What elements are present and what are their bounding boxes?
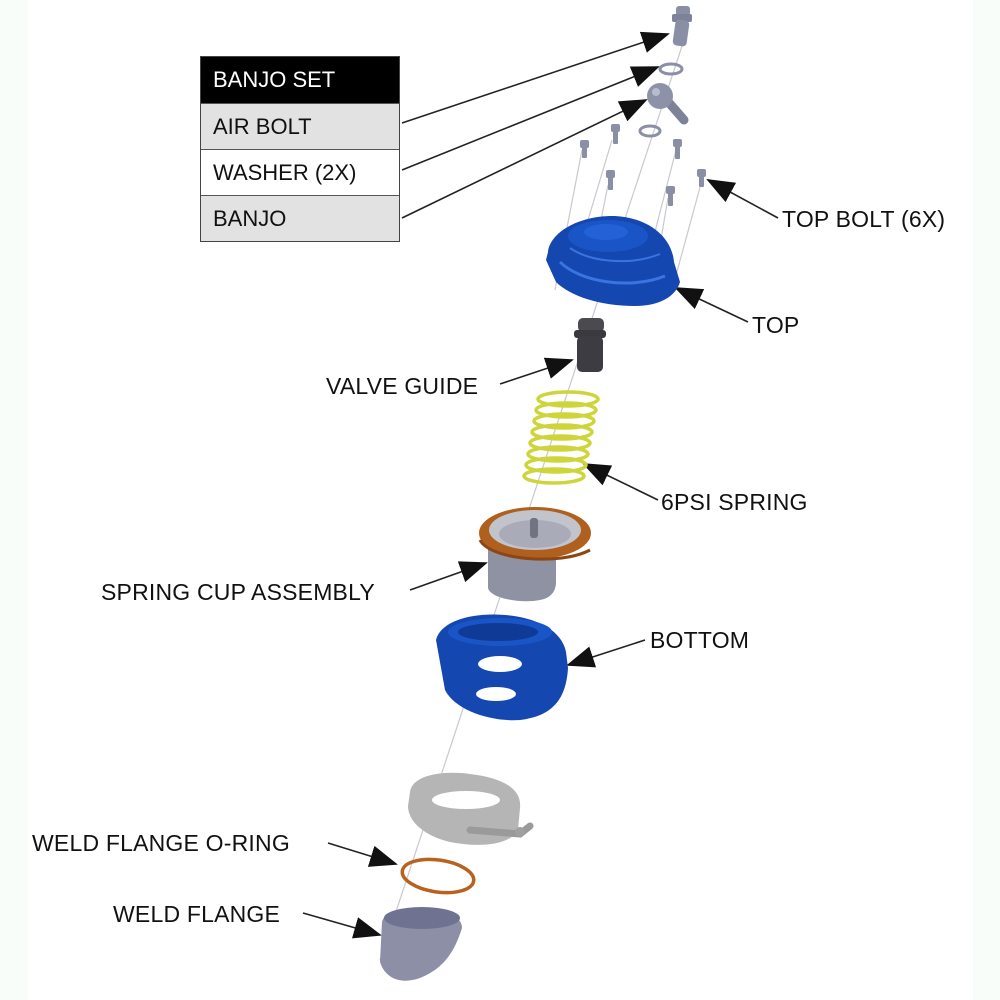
valve-guide-part xyxy=(574,318,606,372)
weld-flange-oring-part xyxy=(400,857,476,895)
banjo-set-legend: BANJO SET AIR BOLT WASHER (2X) BANJO xyxy=(200,56,400,242)
air-bolt-leader xyxy=(401,31,670,124)
callout-top: TOP xyxy=(752,312,800,338)
air-bolt-part xyxy=(672,6,692,47)
callout-spring-cup: SPRING CUP ASSEMBLY xyxy=(101,579,375,605)
top-bolt-part xyxy=(606,170,615,190)
valve-guide-leader xyxy=(499,357,574,385)
top-leader xyxy=(674,287,749,323)
top-bolts xyxy=(580,124,706,206)
right-edge-strip xyxy=(973,0,1000,1000)
callout-weld-flange: WELD FLANGE xyxy=(113,901,281,927)
banjo-part xyxy=(647,83,689,125)
washer-leader xyxy=(401,66,660,171)
washer-part xyxy=(658,62,684,76)
bottom-housing-part xyxy=(436,614,568,721)
spring-cup-part xyxy=(478,507,591,602)
top-housing-part xyxy=(546,215,680,306)
bottom-leader xyxy=(566,639,646,668)
spring-leader xyxy=(582,463,659,501)
top-bolt-part xyxy=(697,169,706,187)
spring-cup-leader xyxy=(409,561,488,591)
v-clamp-part xyxy=(408,772,534,845)
callout-top-bolt: TOP BOLT (6X) xyxy=(782,206,946,232)
legend-item-banjo: BANJO xyxy=(201,195,399,241)
banjo-leader xyxy=(401,99,648,219)
top-bolt-part xyxy=(580,140,589,158)
top-bolt-part xyxy=(611,124,620,144)
washer-part xyxy=(638,124,662,138)
legend-item-washer: WASHER (2X) xyxy=(201,149,399,195)
callout-bottom: BOTTOM xyxy=(650,627,750,653)
callout-spring: 6PSI SPRING xyxy=(661,489,808,515)
legend-header: BANJO SET xyxy=(201,57,399,103)
bolt-guide-line xyxy=(671,179,703,291)
callout-weld-flange-oring: WELD FLANGE O-RING xyxy=(32,830,290,856)
weld-flange-part xyxy=(380,907,462,981)
oring-leader xyxy=(327,842,398,867)
spring-part xyxy=(522,390,600,485)
left-edge-strip xyxy=(0,0,28,1000)
weld-flange-leader xyxy=(302,912,382,939)
leader-lines xyxy=(302,31,779,939)
legend-item-air-bolt: AIR BOLT xyxy=(201,103,399,149)
top-bolt-part xyxy=(673,139,682,159)
top-bolt-part xyxy=(666,186,675,206)
top-bolt-leader xyxy=(706,179,779,219)
callout-valve-guide: VALVE GUIDE xyxy=(326,373,479,399)
